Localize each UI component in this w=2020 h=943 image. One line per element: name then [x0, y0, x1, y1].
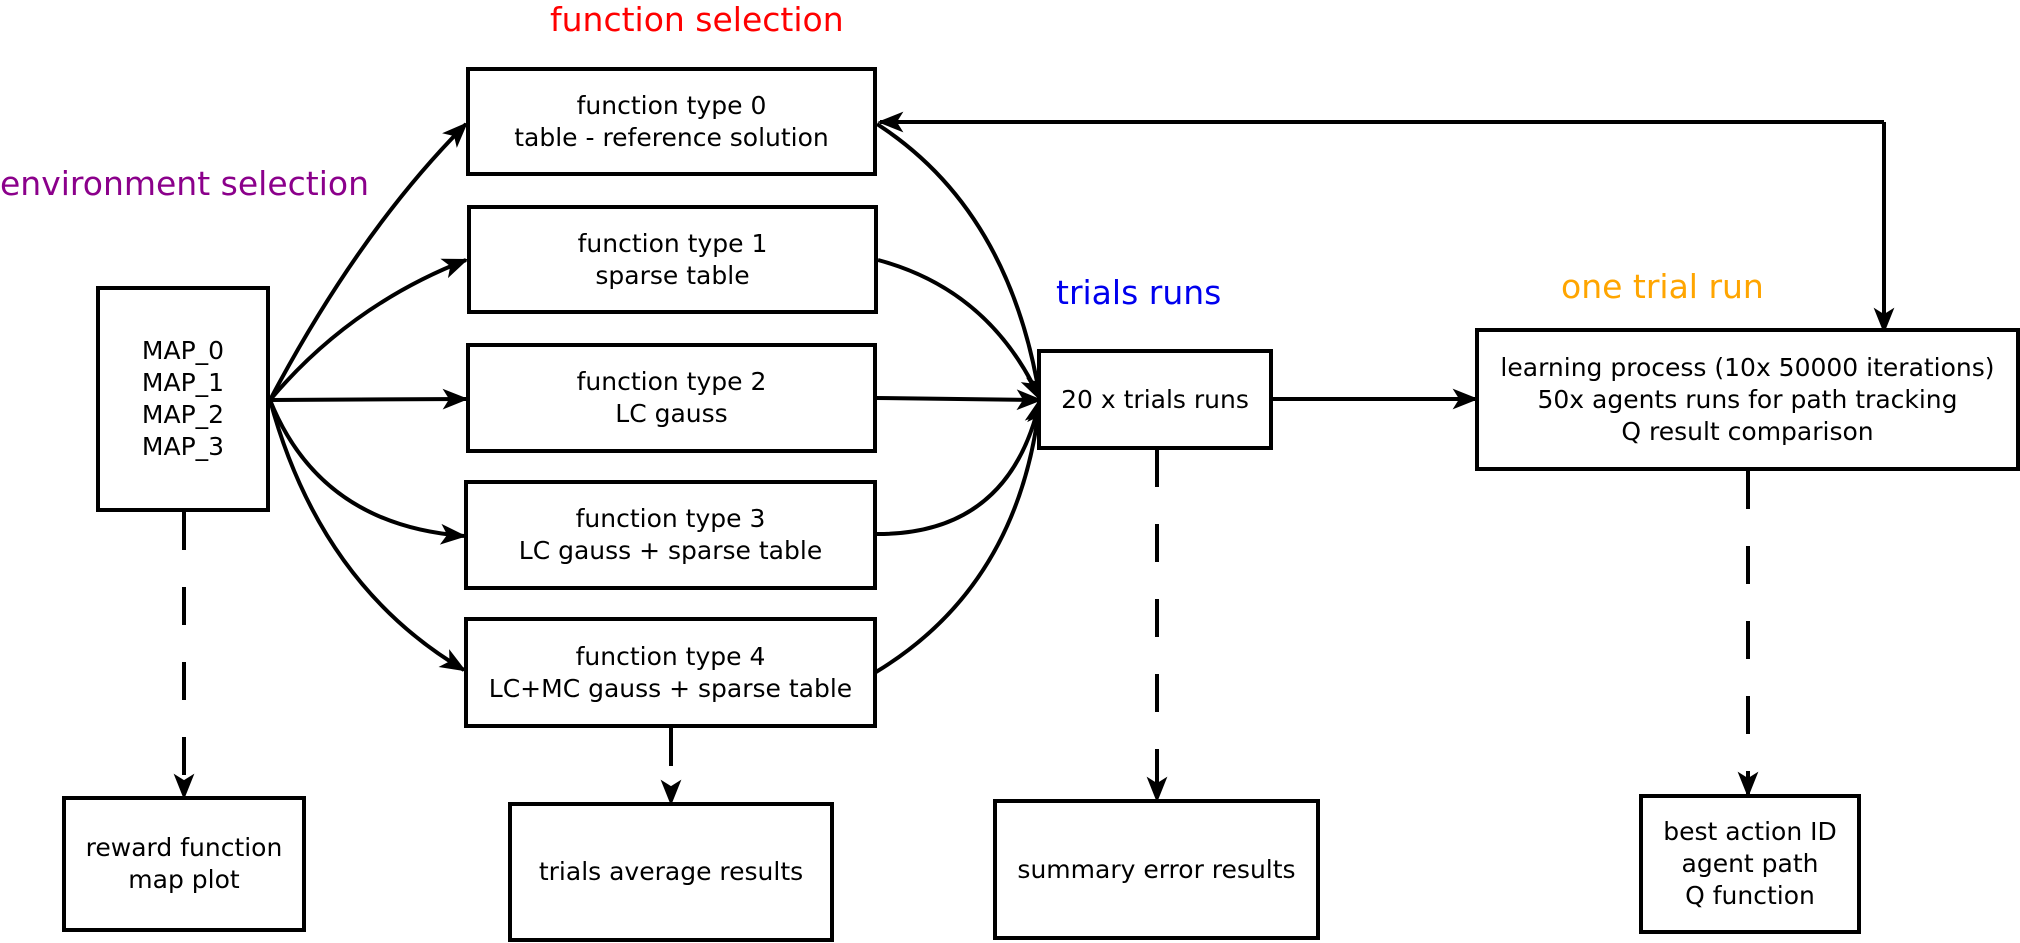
best-action-box: best action ID agent path Q function — [1639, 794, 1861, 934]
function-type-title: function type 3 — [575, 504, 766, 533]
reward-function-map-plot-box: reward function map plot — [62, 796, 306, 932]
function-type-description: sparse table — [595, 260, 750, 290]
environment-selection-label: environment selection — [0, 164, 369, 203]
map-label: MAP_1 — [141, 368, 225, 397]
arrow-map-to-func1 — [268, 258, 469, 402]
arrow-func2-to-trials — [875, 389, 1043, 411]
function-type-description: table - reference solution — [514, 122, 829, 152]
arrow-map-to-func2 — [269, 388, 469, 410]
map-label: MAP_3 — [141, 432, 225, 461]
one-trial-run-label: one trial run — [1561, 267, 1764, 306]
function-selection-label: function selection — [550, 0, 844, 39]
summary-error-results-box: summary error results — [993, 799, 1320, 940]
reward-line: reward function — [85, 833, 283, 862]
trials-average-results-box: trials average results — [508, 802, 834, 942]
function-type-4-box: function type 4 LC+MC gauss + sparse tab… — [464, 617, 877, 728]
trials-runs-text: 20 x trials runs — [1061, 384, 1249, 414]
function-type-title: function type 1 — [577, 228, 768, 258]
arrow-func0-to-trials — [875, 122, 1047, 402]
best-action-line: Q function — [1685, 881, 1815, 910]
function-type-2-box: function type 2 LC gauss — [466, 343, 877, 453]
arrow-func1-to-trials — [877, 258, 1042, 402]
learning-process-line: 50x agents runs for path tracking — [1537, 384, 1958, 414]
function-type-description: LC gauss + sparse table — [518, 536, 823, 565]
reward-line: map plot — [128, 865, 240, 894]
function-type-1-box: function type 1 sparse table — [467, 205, 878, 314]
arrow-map-to-func0 — [268, 122, 468, 401]
best-action-line: agent path — [1681, 849, 1819, 878]
function-type-title: function type 0 — [576, 90, 767, 120]
learning-process-line: Q result comparison — [1621, 416, 1874, 446]
function-type-title: function type 4 — [575, 641, 766, 671]
function-type-description: LC+MC gauss + sparse table — [488, 673, 853, 703]
learning-process-line: learning process (10x 50000 iterations) — [1500, 352, 1995, 382]
map-label: MAP_2 — [141, 400, 225, 429]
arrow-func3-to-trials — [875, 397, 1046, 537]
map-label: MAP_0 — [141, 336, 225, 365]
arrow-map-to-func4 — [268, 399, 467, 672]
arrow-map-to-func3 — [268, 399, 467, 545]
function-type-0-box: function type 0 table - reference soluti… — [466, 67, 877, 176]
best-action-line: best action ID — [1663, 817, 1837, 846]
arrow-func4-to-trials — [874, 397, 1048, 674]
average-results-text: trials average results — [538, 857, 804, 886]
map-selection-box: MAP_0 MAP_1 MAP_2 MAP_3 — [96, 286, 270, 512]
function-type-3-box: function type 3 LC gauss + sparse table — [464, 480, 877, 590]
learning-process-box: learning process (10x 50000 iterations) … — [1475, 328, 2020, 471]
trials-runs-label: trials runs — [1056, 273, 1222, 312]
summary-results-text: summary error results — [1017, 854, 1296, 884]
function-type-title: function type 2 — [576, 367, 767, 396]
trials-runs-box: 20 x trials runs — [1037, 349, 1273, 450]
function-type-description: LC gauss — [615, 399, 728, 428]
